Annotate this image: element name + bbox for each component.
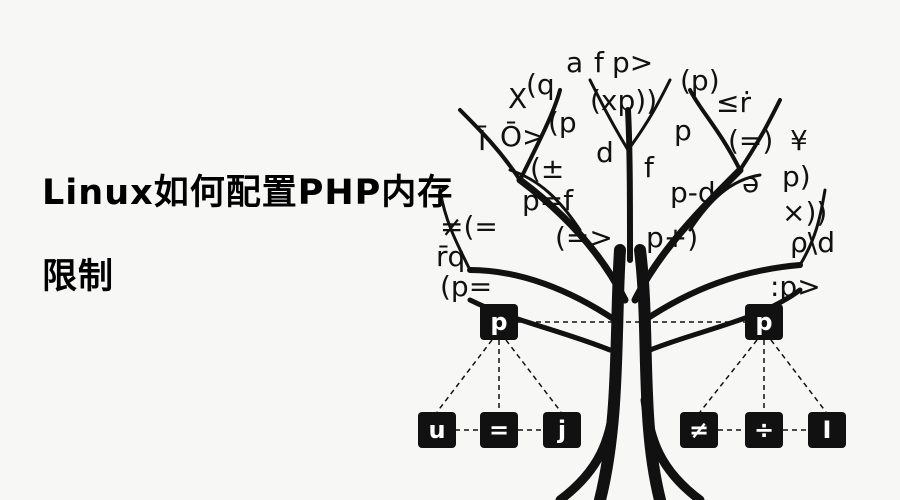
lower-node: ≠	[680, 412, 718, 448]
canopy-glyph: a	[566, 46, 583, 79]
lower-node: u	[418, 412, 456, 448]
canopy-glyph: p+)	[646, 221, 698, 254]
canopy-glyph: ρ\d	[790, 226, 835, 259]
tree-nodes: p p u = j ≠ ÷ I	[418, 304, 846, 448]
canopy-glyph: (±	[530, 152, 564, 185]
svg-text:p: p	[755, 308, 772, 336]
canopy-glyph: (=)	[728, 124, 773, 157]
canopy-glyph: Ō>	[500, 119, 546, 153]
canopy-glyph: ə	[742, 166, 759, 199]
canopy-glyph: p=f	[522, 184, 574, 217]
node-connectors	[436, 321, 827, 431]
canopy-glyph: (q	[526, 68, 555, 101]
tree-branches	[438, 78, 827, 500]
canopy-glyph: r̄q	[436, 240, 465, 273]
svg-text:p: p	[490, 308, 507, 336]
canopy-glyph: ≠(=	[440, 210, 498, 243]
canopy-glyph: (xp))	[590, 84, 657, 117]
svg-text:u: u	[428, 416, 445, 444]
canopy-glyph: (p)	[680, 64, 720, 97]
canopy-glyph: d	[596, 136, 614, 169]
canopy-glyph: p>	[612, 46, 653, 79]
article-title-line-2: 限制	[42, 257, 115, 297]
svg-text:=: =	[489, 416, 509, 444]
canopy-glyph: ≤ṙ	[716, 86, 751, 119]
canopy-glyph: X	[508, 82, 527, 115]
canopy-glyph: Ī	[478, 124, 487, 157]
lower-node: =	[480, 412, 518, 448]
upper-node: p	[480, 304, 518, 340]
svg-text:I: I	[823, 416, 832, 444]
canopy-glyph: p	[674, 114, 692, 147]
canopy-glyph: (p=	[440, 270, 492, 303]
canopy-glyph: p-d	[670, 176, 716, 209]
lower-node: I	[808, 412, 846, 448]
canopy-glyph: f	[644, 151, 655, 184]
canopy-glyph: (=>	[555, 221, 613, 254]
lower-node: ÷	[745, 412, 783, 448]
canopy-glyph: :p>	[770, 270, 821, 303]
canopy-glyph: ¥	[790, 124, 808, 157]
canopy-glyph: f	[594, 46, 605, 79]
canopy-glyph: p)	[782, 160, 811, 193]
canopy-glyph: (p	[548, 106, 577, 139]
svg-text:≠: ≠	[689, 416, 709, 444]
lower-node: j	[543, 412, 581, 448]
canopy-glyph: ×))	[782, 196, 827, 229]
upper-node: p	[745, 304, 783, 340]
svg-text:÷: ÷	[754, 416, 774, 444]
svg-text:j: j	[557, 416, 566, 444]
article-title-line-1: Linux如何配置PHP内存	[42, 173, 454, 213]
